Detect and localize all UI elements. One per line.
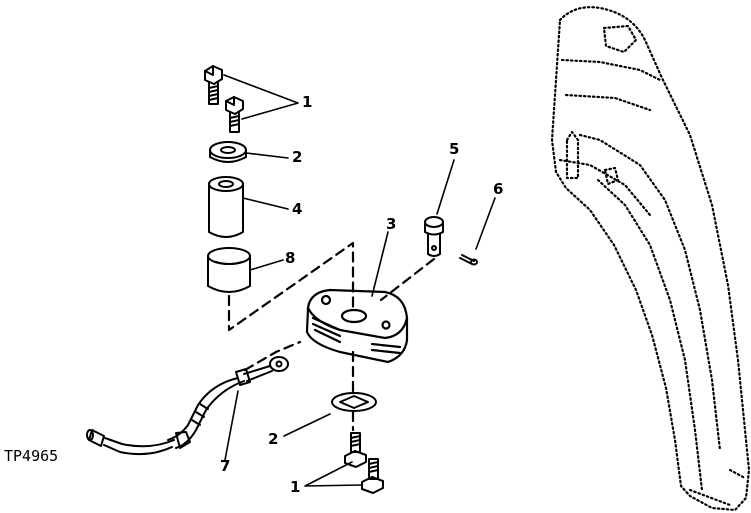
cap-screw-top-b <box>225 96 244 133</box>
sleeve <box>207 247 251 293</box>
callout-8: 8 <box>285 249 296 267</box>
callout-1-top: 1 <box>302 93 313 111</box>
figure-code-label: TP4965 <box>4 447 59 465</box>
alignment-lines <box>227 241 436 432</box>
callout-5: 5 <box>449 140 460 158</box>
bushing <box>208 176 244 238</box>
callout-2-bottom: 2 <box>268 430 279 448</box>
spring-pin <box>459 254 478 266</box>
callout-6: 6 <box>493 180 504 198</box>
cap-screw-top-a <box>204 65 223 105</box>
pin <box>424 216 444 257</box>
leader-lines <box>223 74 496 487</box>
callout-4: 4 <box>292 200 303 218</box>
ground-cable <box>86 356 289 456</box>
washer-top <box>209 141 247 163</box>
mount-block <box>305 288 409 364</box>
boom-arm-outline <box>550 6 751 512</box>
callout-3: 3 <box>386 215 397 233</box>
cap-screw-bottom-a <box>344 432 367 468</box>
callout-7: 7 <box>220 457 231 475</box>
washer-bottom <box>331 392 377 412</box>
callout-2-top: 2 <box>292 148 303 166</box>
cap-screw-bottom-b <box>361 458 384 494</box>
callout-1-bottom: 1 <box>290 478 301 496</box>
